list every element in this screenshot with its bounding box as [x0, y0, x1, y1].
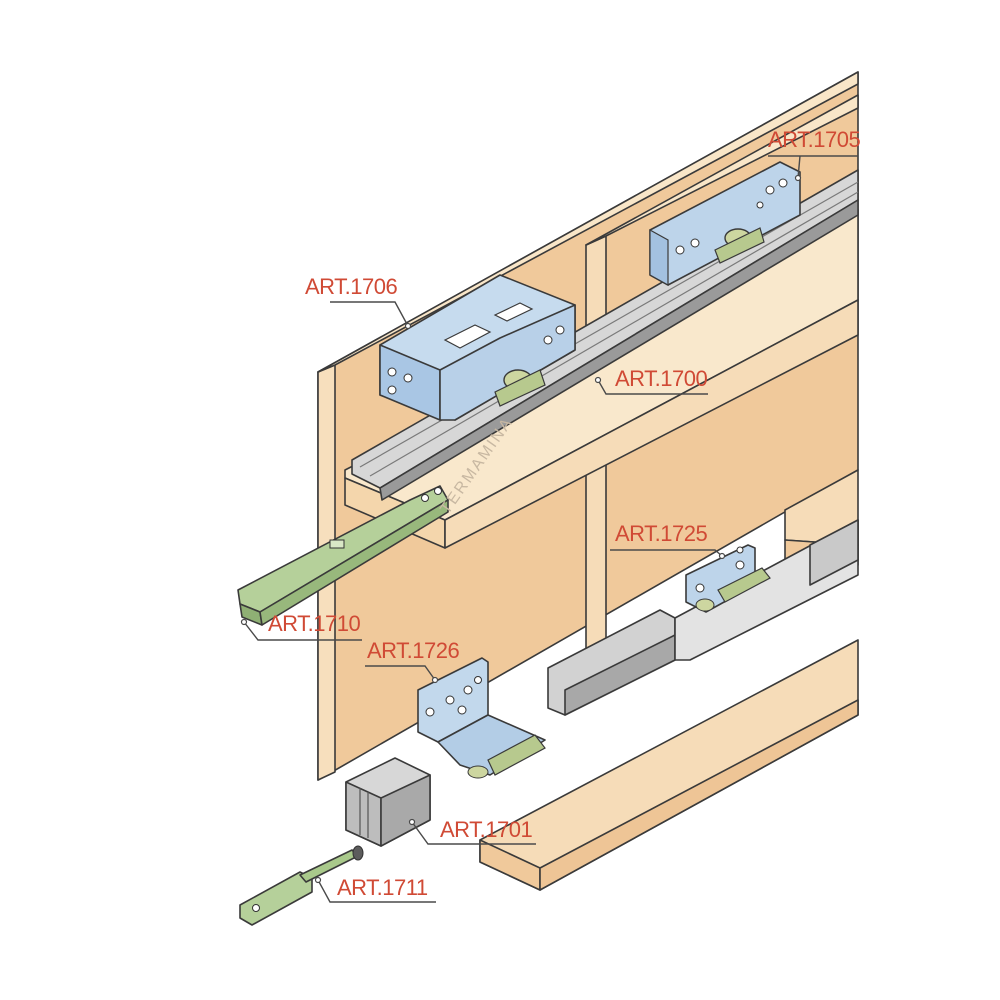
callout-1705: ART.1705 — [768, 127, 861, 182]
callout-1706: ART.1706 — [305, 274, 412, 330]
callout-1726: ART.1726 — [365, 638, 460, 684]
label-art-1710: ART.1710 — [268, 611, 360, 636]
label-art-1700: ART.1700 — [615, 366, 707, 391]
bottom-damper-1711 — [239, 845, 364, 926]
top-hanger-bracket-1706 — [379, 274, 576, 421]
bottom-board — [479, 639, 859, 891]
second-door-top — [585, 94, 859, 246]
label-art-1701: ART.1701 — [440, 817, 532, 842]
label-art-1725: ART.1725 — [615, 521, 707, 546]
callout-1725: ART.1725 — [610, 521, 726, 560]
bottom-guide-bracket-1726 — [417, 657, 546, 779]
label-art-1711: ART.1711 — [337, 875, 428, 900]
label-art-1705: ART.1705 — [768, 127, 860, 152]
callout-1700: ART.1700 — [594, 366, 708, 395]
callout-1701: ART.1701 — [408, 817, 536, 845]
soft-close-damper-1710 — [237, 485, 449, 626]
label-art-1706: ART.1706 — [305, 274, 397, 299]
hanger-bracket-1705 — [649, 161, 801, 287]
label-art-1726: ART.1726 — [367, 638, 459, 663]
callout-1711: ART.1711 — [314, 875, 436, 903]
callout-1710: ART.1710 — [240, 611, 362, 641]
bottom-guide-bracket-1725 — [685, 544, 771, 613]
bottom-profile-1701 — [345, 757, 431, 847]
bottom-guide-rail — [547, 519, 859, 716]
